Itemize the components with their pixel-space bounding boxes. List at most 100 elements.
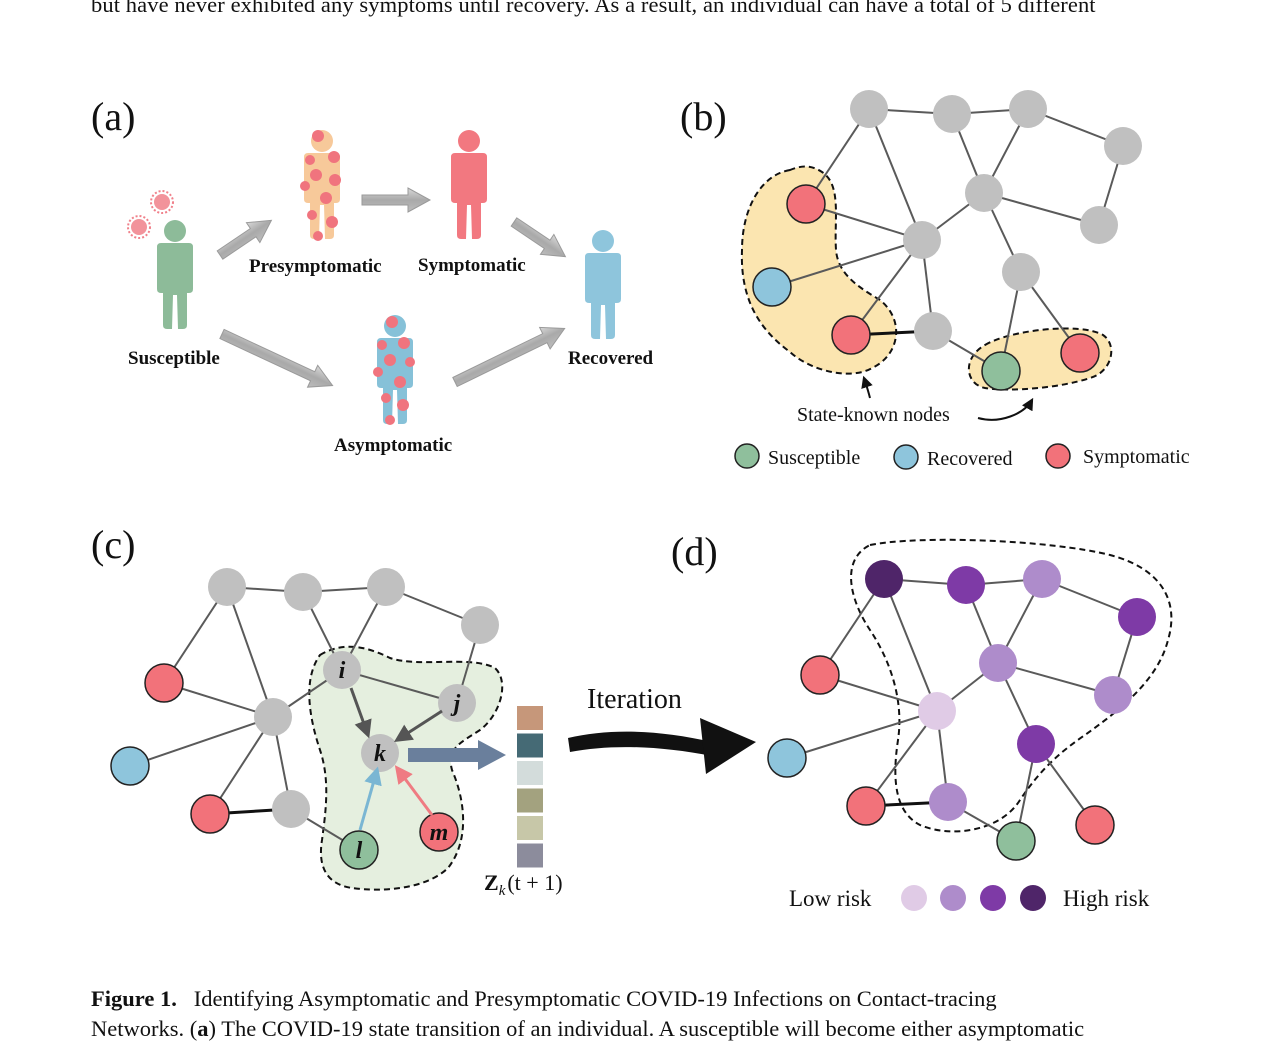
virus-icon [127, 190, 174, 239]
label-state-known-nodes: State-known nodes [797, 404, 950, 426]
node-m [419, 812, 459, 852]
label-high-risk: High risk [1063, 886, 1150, 911]
network-node [1080, 206, 1118, 244]
legend-label-susceptible: Susceptible [768, 447, 860, 469]
legend-swatch-susceptible [734, 443, 760, 469]
person-susceptible-icon [157, 220, 193, 329]
label-symptomatic: Symptomatic [418, 255, 526, 276]
risk-swatch-1 [901, 885, 927, 911]
figure-caption-line-1: Figure 1. Identifying Asymptomatic and P… [91, 986, 997, 1012]
network-node [284, 573, 322, 611]
label-susceptible: Susceptible [128, 348, 220, 369]
node-letter-m: m [430, 820, 449, 846]
panel-label-b: (b) [680, 94, 727, 139]
figure-caption-line-2: Networks. (a) The COVID-19 state transit… [91, 1016, 1084, 1042]
panel-label-a: (a) [91, 94, 135, 139]
legend-label-symptomatic: Symptomatic [1083, 446, 1190, 468]
vector-block [517, 788, 543, 813]
network-node [914, 312, 952, 350]
node-susceptible [996, 821, 1036, 861]
network-node [272, 790, 310, 828]
network-node [1009, 90, 1047, 128]
network-node [1118, 598, 1156, 636]
node-symptomatic [846, 786, 886, 826]
node-symptomatic [144, 663, 184, 703]
risk-region [850, 538, 1173, 833]
body-text-top: but have never exhibited any symptoms un… [91, 0, 1096, 17]
network-node [903, 221, 941, 259]
network-node [918, 692, 956, 730]
node-recovered [752, 267, 792, 307]
risk-swatch-2 [940, 885, 966, 911]
risk-swatch-4 [1020, 885, 1046, 911]
state-known-pointers [861, 375, 1034, 421]
risk-swatch-3 [980, 885, 1006, 911]
vector-block [517, 733, 543, 758]
legend-b: Susceptible Recovered Symptomatic [734, 443, 1190, 470]
iteration-arrow [568, 718, 756, 774]
vector-label: Zk(t + 1) [484, 870, 563, 899]
network-node [865, 560, 903, 598]
node-k [361, 734, 399, 772]
node-i [323, 651, 361, 689]
node-letter-k: k [374, 741, 386, 767]
node-recovered [110, 746, 150, 786]
person-presymptomatic-icon [300, 130, 341, 241]
node-susceptible [981, 351, 1021, 391]
network-edge [805, 203, 923, 241]
label-low-risk: Low risk [789, 886, 872, 911]
network-edge [868, 108, 923, 241]
caption-line-1-text: Identifying Asymptomatic and Presymptoma… [193, 986, 997, 1011]
node-symptomatic [800, 655, 840, 695]
network-node [1023, 560, 1061, 598]
network-edge [883, 578, 938, 712]
network-node [947, 566, 985, 604]
person-asymptomatic-icon [373, 315, 415, 425]
network-edge [226, 586, 274, 718]
network-edge [771, 239, 923, 288]
caption-line-2-pre: Networks. ( [91, 1016, 198, 1041]
node-l [339, 830, 379, 870]
vector-block [517, 761, 543, 785]
label-asymptomatic: Asymptomatic [334, 435, 452, 456]
legend-swatch-symptomatic [1045, 443, 1071, 469]
embedding-vector [517, 706, 543, 868]
person-symptomatic-icon [451, 130, 487, 239]
network-node [1017, 725, 1055, 763]
label-presymptomatic: Presymptomatic [249, 256, 382, 277]
label-iteration: Iteration [587, 684, 682, 715]
network-node [208, 568, 246, 606]
node-symptomatic [190, 794, 230, 834]
caption-line-2-post: ) The COVID-19 state transition of an in… [208, 1016, 1085, 1041]
vector-block [517, 816, 543, 840]
network-edge [819, 674, 938, 712]
vector-block [517, 706, 543, 730]
network-node [929, 783, 967, 821]
transition-arrows [216, 187, 567, 388]
network-node [1002, 253, 1040, 291]
node-symptomatic [831, 315, 871, 355]
message-arrows [349, 687, 443, 831]
node-symptomatic [1075, 805, 1115, 845]
risk-legend: Low risk High risk [789, 885, 1150, 911]
network-node [979, 644, 1017, 682]
node-j [438, 684, 476, 722]
network-node [965, 174, 1003, 212]
vector-label-sub: k [499, 883, 506, 899]
network-node [933, 95, 971, 133]
panel-label-d: (d) [671, 529, 718, 574]
person-recovered-icon [585, 230, 621, 339]
legend-swatch-recovered [893, 444, 919, 470]
vector-label-rest: (t + 1) [507, 870, 562, 895]
legend-label-recovered: Recovered [927, 448, 1013, 470]
network-node [1104, 127, 1142, 165]
node-symptomatic [786, 184, 826, 224]
network-edge [997, 662, 1114, 696]
contact-network-d [767, 560, 1156, 861]
network-node [1094, 676, 1132, 714]
node-letter-i: i [339, 658, 346, 684]
contact-network-b [752, 90, 1142, 391]
